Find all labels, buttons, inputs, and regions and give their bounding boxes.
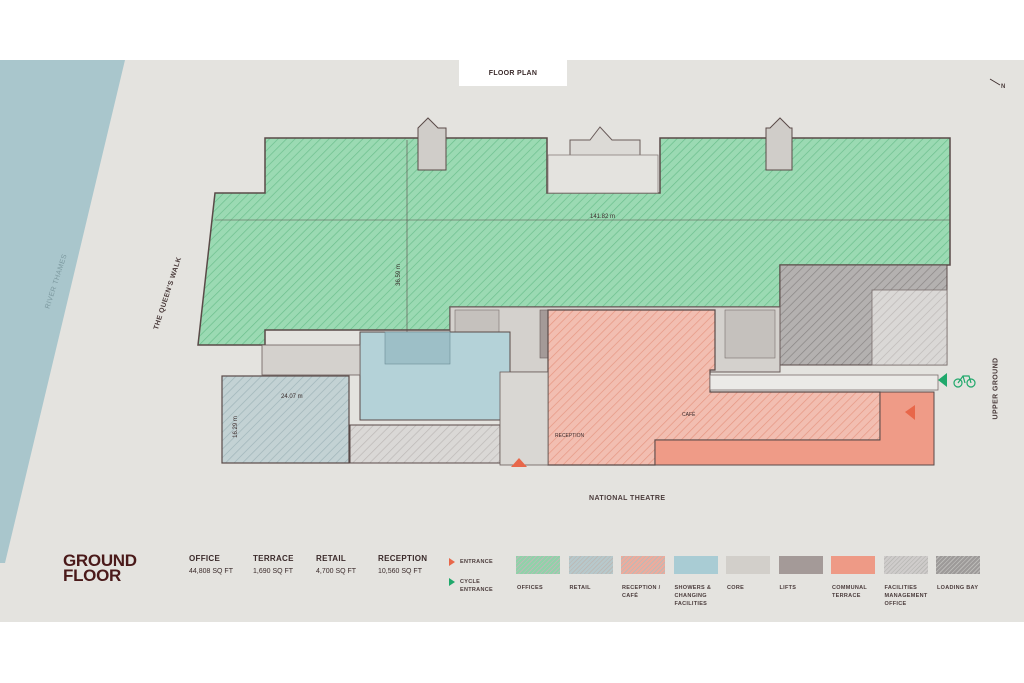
retail-area [221,375,350,464]
legend-label: LOADING BAY [937,585,979,591]
legend-label: LIFTS [779,585,797,591]
legend-swatch [936,556,980,574]
cafe-label: CAFÉ [682,412,696,418]
entrance-marker [511,458,527,467]
legend-label: RETAIL [569,585,591,591]
communal-terrace-area [654,391,935,466]
floor-plan-map [0,60,1024,622]
legend-label: COMMUNAL TERRACE [832,585,867,599]
legend-label: FACILITIES MANAGEMENT OFFICE [884,585,928,607]
legend-swatch [883,556,928,574]
river-area [0,60,125,563]
legend-label: CORE [727,585,745,591]
floor-plan-drawing [0,60,1001,563]
legend-swatch [568,556,613,574]
legend-swatch [621,556,665,574]
facilities-management-area [349,424,501,464]
national-theatre-label: NATIONAL THEATRE [589,495,666,502]
legend-label: RECEPTION / CAFÉ [622,585,661,599]
legend-swatch [673,556,718,574]
length-dimension: 141.82 m [590,214,616,220]
compass-label: N [1001,84,1006,90]
cycle-entrance-icon [449,578,455,586]
floor-plan-tab[interactable]: FLOOR PLAN [459,60,567,86]
depth-dimension: 36.59 m [395,264,402,286]
cycle-entrance-marker [938,373,947,387]
legend-swatch [726,556,770,574]
bicycle-icon [953,375,976,388]
legend-label: OFFICES [517,585,543,591]
upper-ground-label: UPPER GROUND [992,357,1000,420]
entrance-marker [905,405,915,420]
retail-depth-dimension: 16.29 m [232,416,239,438]
page-title: GROUND FLOOR [63,551,137,585]
retail-width-dimension: 24.07 m [281,394,303,400]
legend-swatch [516,556,560,574]
legend-label: SHOWERS & CHANGING FACILITIES [674,585,712,607]
legend-swatch [831,556,875,574]
legend-swatch [778,556,823,574]
compass-arrow-icon [989,78,1001,86]
reception-label: RECEPTION [555,433,585,439]
entrance-icon [449,558,455,566]
